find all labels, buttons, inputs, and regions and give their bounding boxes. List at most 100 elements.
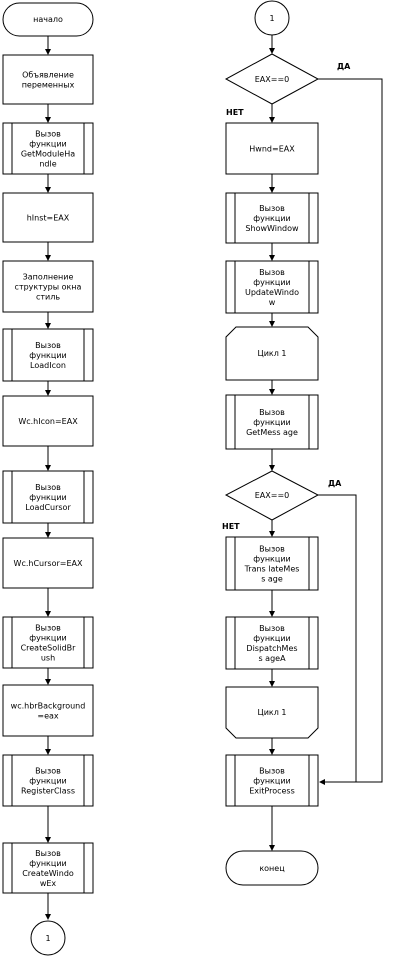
decision-2-no-label: НЕТ (222, 522, 240, 531)
text-line: RegisterClass (21, 787, 75, 796)
right-flow-lines (269, 35, 383, 851)
connector-in: 1 (254, 0, 290, 36)
process-hbrbackground-assign: wc.hbrBackground=eax (2, 684, 94, 737)
decision-2-text: EAX==0 (255, 491, 290, 500)
arrowhead (45, 465, 51, 471)
end-terminator: конец (225, 850, 319, 886)
text-line: Заполнение (23, 273, 74, 282)
arrowhead (45, 323, 51, 329)
text-line: Объявление (22, 71, 74, 80)
text-line: wc.hbrBackground (11, 702, 86, 711)
text-line: s ageA (258, 654, 286, 663)
arrowhead (269, 845, 275, 851)
text-line: ShowWindow (245, 224, 299, 233)
end-label: конец (259, 864, 285, 873)
arrowhead (269, 681, 275, 687)
decision-eax-2: EAX==0 ДА НЕТ (222, 470, 342, 531)
arrowhead (45, 117, 51, 123)
process-hicon-assign: Wc.hIcon=EAX (2, 395, 94, 447)
start-label: начало (33, 15, 63, 24)
arrowhead (45, 611, 51, 617)
loop-end-label: Цикл 1 (258, 708, 287, 717)
text-line: стиль (36, 293, 60, 302)
arrowhead (269, 48, 275, 54)
text-line: функции (29, 351, 66, 360)
decision-1-no-label: НЕТ (226, 108, 244, 117)
text-line: Wc.hCursor=EAX (14, 559, 83, 568)
arrowhead (45, 837, 51, 843)
text-line: Вызов (35, 341, 61, 350)
text-line: hInst=EAX (27, 214, 70, 223)
arrowhead (269, 465, 275, 471)
text-line: функции (253, 634, 290, 643)
text-line: wEx (40, 879, 57, 888)
arrowhead (269, 531, 275, 537)
text-line: =eax (37, 712, 59, 721)
hbrbackground-assign-text: wc.hbrBackground=eax (11, 702, 86, 721)
text-line: LoadCursor (25, 503, 71, 512)
text-line: GetModuleHa (21, 150, 75, 159)
connector-in-label: 1 (269, 14, 274, 23)
arrowhead (45, 187, 51, 193)
arrowhead (45, 914, 51, 920)
start-terminator: начало (2, 2, 94, 37)
text-line: Вызов (259, 204, 285, 213)
hcursor-assign-text: Wc.hCursor=EAX (14, 559, 83, 568)
text-line: ndle (39, 160, 56, 169)
process-hcursor-assign: Wc.hCursor=EAX (2, 537, 94, 589)
text-line: функции (253, 777, 290, 786)
arrowhead (269, 611, 275, 617)
decision-2-yes-line (318, 494, 357, 782)
connector-out: 1 (30, 920, 66, 956)
text-line: функции (253, 214, 290, 223)
text-line: ush (41, 654, 55, 663)
text-line: Вызов (35, 849, 61, 858)
text-line: Вызов (35, 483, 61, 492)
text-line: Hwnd=EAX (249, 145, 295, 154)
text-line: w (269, 298, 276, 307)
text-line: функции (29, 777, 66, 786)
arrowhead (269, 389, 275, 395)
arrowhead (45, 532, 51, 538)
text-line: DispatchMes (246, 644, 297, 653)
arrowhead (269, 749, 275, 755)
decision-2-yes-label: ДА (328, 479, 342, 488)
left-flow-lines (45, 36, 51, 920)
text-line: функции (253, 418, 290, 427)
text-line: LoadIcon (30, 361, 66, 370)
hicon-assign-text: Wc.hIcon=EAX (18, 417, 78, 426)
text-line: функции (253, 555, 290, 564)
decision-1-yes-label: ДА (337, 62, 351, 71)
decision-1-yes-line (318, 78, 383, 783)
loop-start-label: Цикл 1 (258, 349, 287, 358)
decision-1-text: EAX==0 (255, 75, 290, 84)
text-line: Trans lateMes (244, 565, 300, 574)
text-line: Вызов (35, 624, 61, 633)
text-line: структуры окна (15, 283, 82, 292)
text-line: функции (29, 140, 66, 149)
text-line: Wc.hIcon=EAX (18, 417, 78, 426)
text-line: функции (29, 493, 66, 502)
